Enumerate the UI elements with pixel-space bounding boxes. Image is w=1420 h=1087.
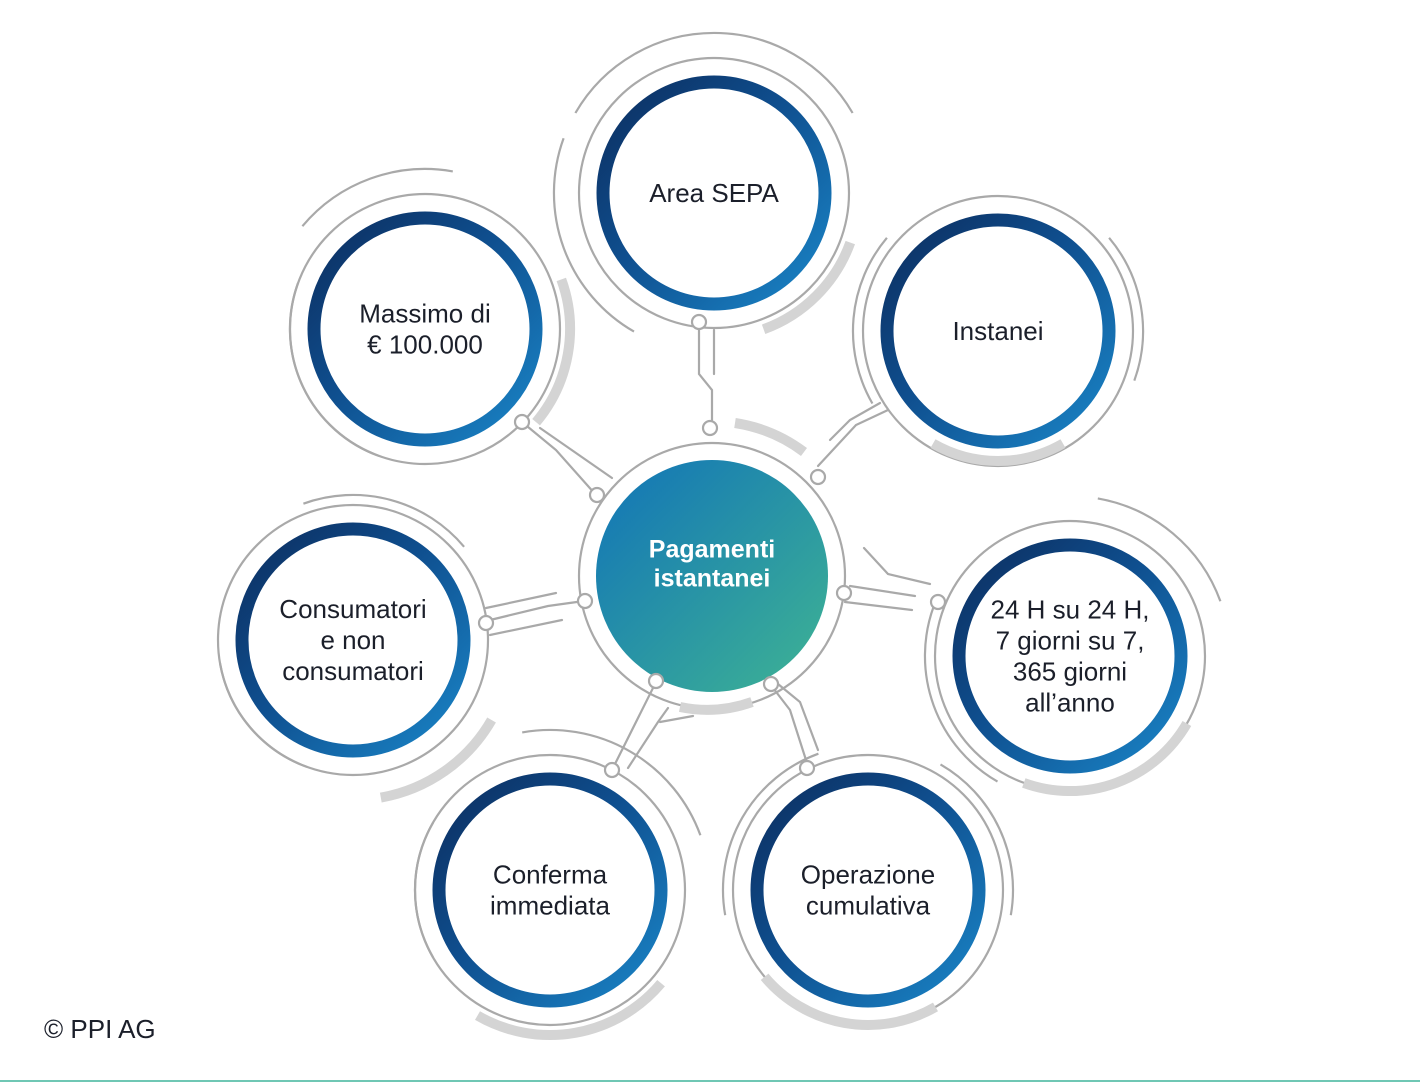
- node-instanei: Instanei: [851, 194, 1145, 468]
- main-ring: [596, 75, 832, 311]
- decor-arc: [288, 282, 380, 457]
- junction-dot: [809, 468, 827, 486]
- label-line: Conferma: [493, 860, 608, 890]
- main-ring: [880, 213, 1116, 449]
- label-line: e non: [320, 625, 385, 655]
- connector-conferma: [610, 680, 658, 772]
- junction-dot: [690, 313, 708, 331]
- node-area-sepa: Area SEPA: [552, 31, 855, 334]
- label-line: € 100.000: [367, 330, 483, 360]
- decor-arc: [574, 31, 854, 114]
- decor-arc: [1097, 497, 1222, 602]
- decor-arc: [721, 752, 819, 916]
- main-ring: [432, 772, 668, 1008]
- label-line: Massimo di: [359, 299, 490, 329]
- junction-dot: [701, 419, 719, 437]
- label-line: Instanei: [952, 316, 1043, 346]
- decor-arc: [851, 237, 888, 405]
- connector-lines: [484, 328, 932, 772]
- bottom-rule: [0, 1080, 1420, 1082]
- connector-consumatori: [484, 599, 586, 623]
- node-label: Instanei: [952, 316, 1043, 346]
- label-line: 24 H su 24 H,: [991, 595, 1150, 625]
- node-label: Massimo di€ 100.000: [359, 299, 490, 360]
- main-ring: [235, 522, 471, 758]
- label-line: Pagamenti: [649, 536, 775, 564]
- label-line: Area SEPA: [649, 178, 779, 208]
- decor-arc: [413, 821, 435, 959]
- label-line: 7 giorni su 7,: [996, 626, 1145, 656]
- junction-dot: [762, 675, 780, 693]
- decor-arc: [522, 728, 702, 836]
- decor-arc: [532, 277, 576, 426]
- junction-dot: [513, 413, 531, 431]
- decor-arc: [923, 606, 999, 783]
- decor-arc: [760, 973, 938, 1030]
- connector-instanei: [816, 408, 890, 468]
- decor-arc: [552, 137, 635, 333]
- main-ring: [750, 772, 986, 1008]
- copyright-notice: © PPI AG: [44, 1014, 156, 1044]
- connector-24h: [862, 546, 932, 586]
- junction-dot: [835, 584, 853, 602]
- label-line: cumulativa: [806, 891, 931, 921]
- decor-arc: [1108, 237, 1145, 381]
- main-ring: [952, 538, 1188, 774]
- connector-operazione: [768, 682, 808, 762]
- decor-arc: [930, 439, 1066, 466]
- decor-arc: [379, 717, 496, 803]
- junction-dot: [603, 761, 621, 779]
- decor-arc: [301, 167, 453, 227]
- junction-dot: [929, 593, 947, 611]
- label-line: Consumatori: [279, 594, 426, 624]
- decor-arc: [939, 763, 1015, 916]
- junction-dot: [647, 672, 665, 690]
- outer-ring: [216, 503, 490, 777]
- junction-dot: [588, 486, 606, 504]
- decor-arc: [475, 979, 665, 1041]
- decor-arc: [219, 663, 308, 768]
- main-ring: [307, 211, 543, 447]
- label-line: consumatori: [282, 656, 424, 686]
- junction-dot: [798, 759, 816, 777]
- center-circle: [596, 460, 828, 692]
- decor-arc: [1022, 720, 1192, 797]
- decor-arc: [303, 493, 465, 548]
- label-line: istantanei: [654, 565, 771, 593]
- junction-dots: [477, 313, 947, 779]
- decor-arc: [761, 240, 855, 334]
- label-line: 365 giorni: [1013, 657, 1127, 687]
- nodes-layer: Area SEPA Instanei 24 H su 24 H,7 giorni s…: [216, 31, 1222, 1041]
- label-line: all’anno: [1025, 688, 1115, 718]
- junction-dot: [477, 614, 495, 632]
- node-massimo: Massimo di€ 100.000: [288, 167, 576, 466]
- label-line: Operazione: [801, 860, 935, 890]
- connector-area-sepa: [697, 328, 714, 422]
- outer-ring: [577, 56, 851, 330]
- label-line: immediata: [490, 891, 610, 921]
- connector-massimo: [520, 420, 598, 497]
- node-label: Area SEPA: [649, 178, 779, 208]
- junction-dot: [576, 592, 594, 610]
